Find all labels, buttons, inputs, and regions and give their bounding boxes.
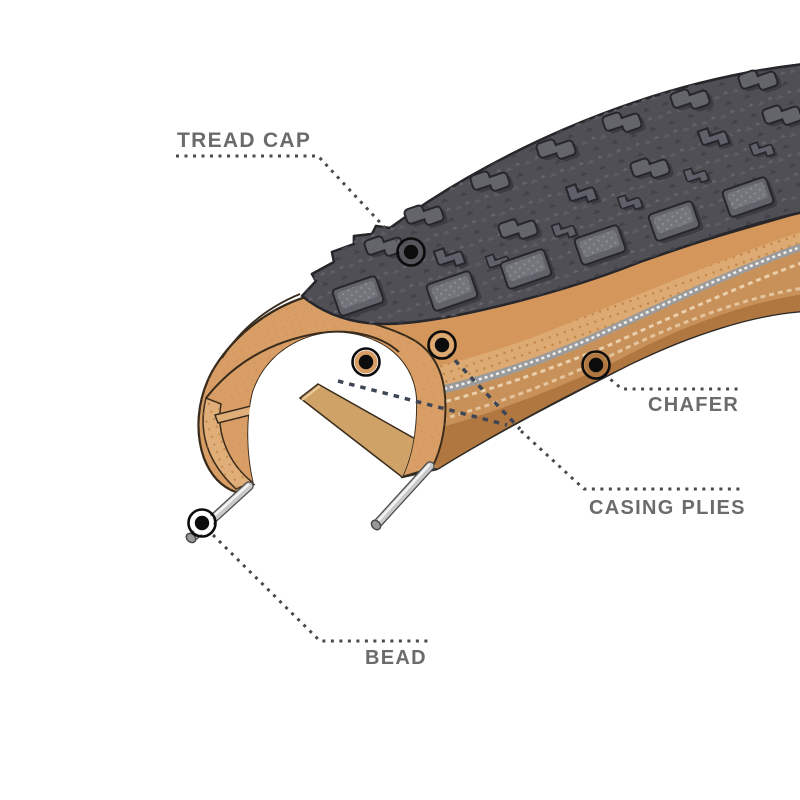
bead-leader xyxy=(211,533,428,643)
bead-marker xyxy=(187,508,217,538)
casing-plies-marker-right xyxy=(427,330,457,360)
casing-plies-leader xyxy=(519,429,742,491)
ply-arc-line xyxy=(205,330,400,399)
casing-plies-label: CASING PLIES xyxy=(589,497,746,519)
tire-body xyxy=(197,62,800,494)
tread-cap-leader xyxy=(176,154,404,248)
sidewall-bands xyxy=(410,231,800,469)
chafer-leader xyxy=(603,372,740,391)
chafer-label: CHAFER xyxy=(648,394,740,416)
tread-cap-label: TREAD CAP xyxy=(177,129,312,152)
bead-label: BEAD xyxy=(365,647,427,669)
bead-wire-right xyxy=(370,461,435,531)
casing-arch-opening xyxy=(248,332,417,484)
casing-plies-marker-left xyxy=(351,347,381,377)
tread-cap-marker xyxy=(396,237,426,267)
chafer-marker xyxy=(581,350,611,380)
